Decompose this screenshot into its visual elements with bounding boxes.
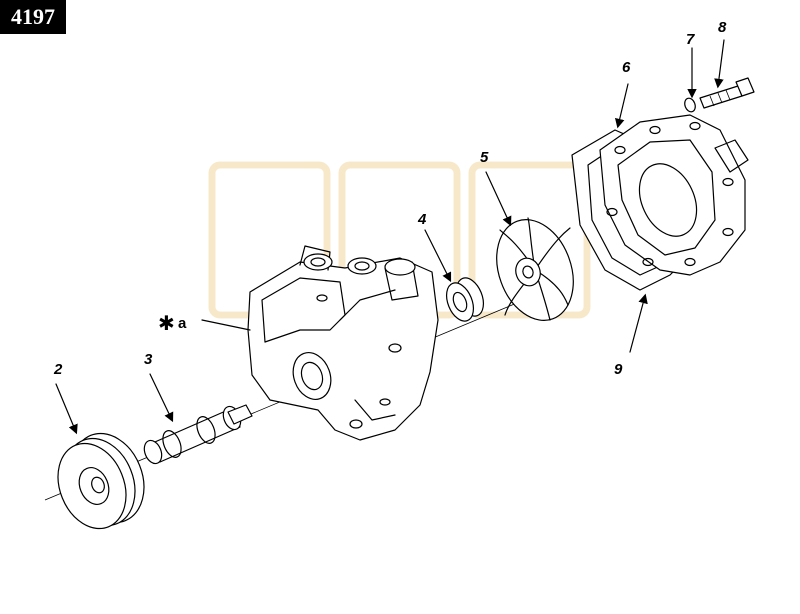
leader-arrows bbox=[55, 39, 725, 435]
callout-9: 9 bbox=[614, 361, 623, 378]
leader-8 bbox=[714, 39, 725, 89]
impeller-part bbox=[496, 217, 574, 321]
leader-5 bbox=[485, 171, 512, 227]
seal-part bbox=[445, 277, 485, 322]
callout-2: 2 bbox=[53, 361, 63, 378]
callout-5: 5 bbox=[480, 149, 489, 166]
callout-8: 8 bbox=[718, 19, 727, 36]
shaft-bearing-part bbox=[143, 404, 253, 465]
callout-housing-star: ✱ bbox=[158, 311, 175, 335]
leader-3 bbox=[149, 373, 174, 423]
pump-housing-part bbox=[247, 245, 439, 441]
leader-4 bbox=[424, 229, 452, 283]
washer-part bbox=[684, 97, 696, 113]
leader-6 bbox=[614, 83, 629, 129]
leader-2 bbox=[55, 383, 78, 435]
callout-4: 4 bbox=[417, 211, 427, 228]
leader-housing bbox=[201, 319, 251, 331]
figure-number-badge: 4197 bbox=[0, 0, 66, 34]
callout-3: 3 bbox=[144, 351, 153, 368]
cover-part bbox=[599, 114, 749, 276]
leader-9 bbox=[629, 293, 648, 353]
pulley-part bbox=[57, 432, 145, 530]
bolt-part bbox=[699, 77, 755, 109]
callout-6: 6 bbox=[622, 59, 631, 76]
callout-housing-letter: a bbox=[178, 315, 187, 332]
callout-7: 7 bbox=[686, 31, 695, 48]
